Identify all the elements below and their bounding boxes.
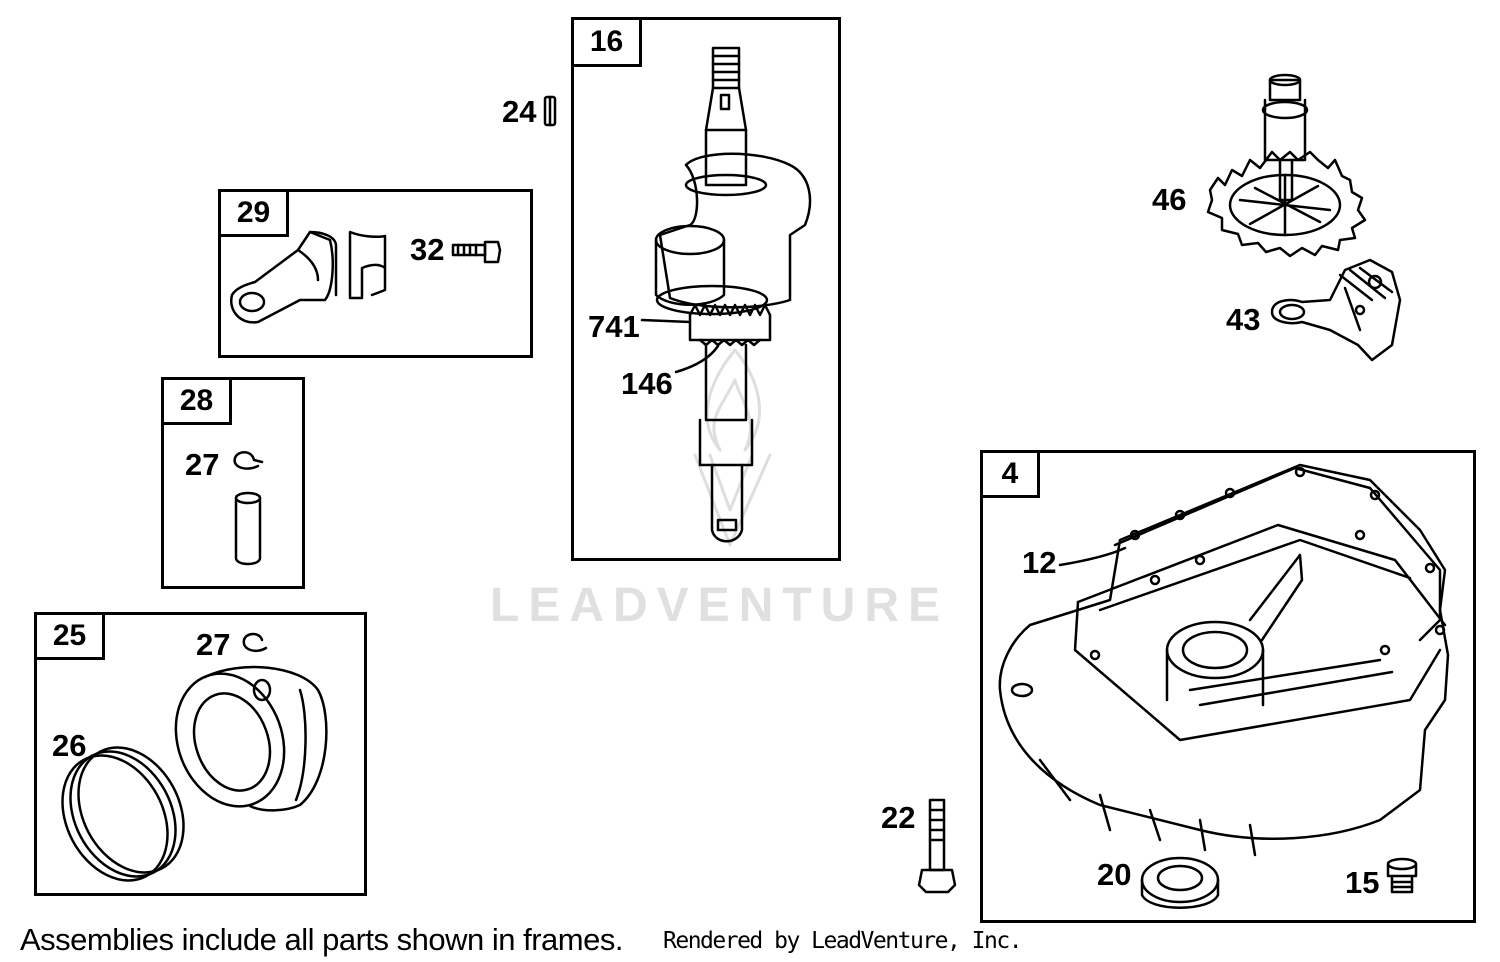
callout-26: 26 xyxy=(52,728,87,763)
leader-146 xyxy=(674,344,720,374)
frame-16-tag: 16 xyxy=(571,17,642,67)
frame-29-tag: 29 xyxy=(218,189,289,237)
part-46-cam-gear-drawing xyxy=(1206,73,1367,258)
callout-12: 12 xyxy=(1022,545,1057,580)
callout-24: 24 xyxy=(502,94,537,129)
callout-27-piston-clip: 27 xyxy=(196,627,231,662)
frame-29: 29 xyxy=(218,189,533,358)
part-26-rings-drawing xyxy=(61,746,185,882)
callout-22: 22 xyxy=(881,800,916,835)
watermark-text: LEADVENTURE xyxy=(490,579,950,632)
callout-27-pin-clip: 27 xyxy=(185,447,220,482)
frame-28-tag: 28 xyxy=(161,377,232,425)
part-29-connecting-rod-drawing xyxy=(229,230,387,324)
part-27-clip-drawing-b xyxy=(242,632,268,652)
part-27-clip-drawing-a xyxy=(233,451,264,470)
callout-741: 741 xyxy=(588,309,640,344)
callout-15: 15 xyxy=(1345,865,1380,900)
callout-43: 43 xyxy=(1226,302,1261,337)
part-25-piston-drawing xyxy=(174,665,328,812)
frame-4: 4 xyxy=(980,450,1476,923)
part-16-crankshaft-drawing xyxy=(654,46,812,543)
part-32-bolt-drawing xyxy=(451,240,502,264)
frame-28: 28 xyxy=(161,377,305,589)
frame-16: 16 xyxy=(571,17,841,561)
part-15-plug-drawing xyxy=(1386,857,1418,894)
watermark-logo xyxy=(693,348,772,547)
part-4-crankcase-drawing xyxy=(998,463,1450,857)
callout-32: 32 xyxy=(410,232,445,267)
frame-25: 25 xyxy=(34,612,367,896)
callout-46: 46 xyxy=(1152,182,1187,217)
part-28-pin-drawing xyxy=(234,491,262,566)
frame-25-tag: 25 xyxy=(34,612,105,660)
leader-741 xyxy=(640,318,692,324)
part-24-key-drawing xyxy=(543,95,557,127)
callout-146: 146 xyxy=(621,366,673,401)
callout-20: 20 xyxy=(1097,857,1132,892)
part-20-seal-drawing xyxy=(1140,856,1220,909)
leader-12 xyxy=(1058,546,1127,567)
assemblies-note: Assemblies include all parts shown in fr… xyxy=(20,922,623,957)
render-credit: Rendered by LeadVenture, Inc. xyxy=(663,928,1023,954)
part-22-bolt-drawing xyxy=(917,798,957,894)
part-43-governor-drawing xyxy=(1270,258,1402,362)
frame-4-tag: 4 xyxy=(980,450,1040,498)
